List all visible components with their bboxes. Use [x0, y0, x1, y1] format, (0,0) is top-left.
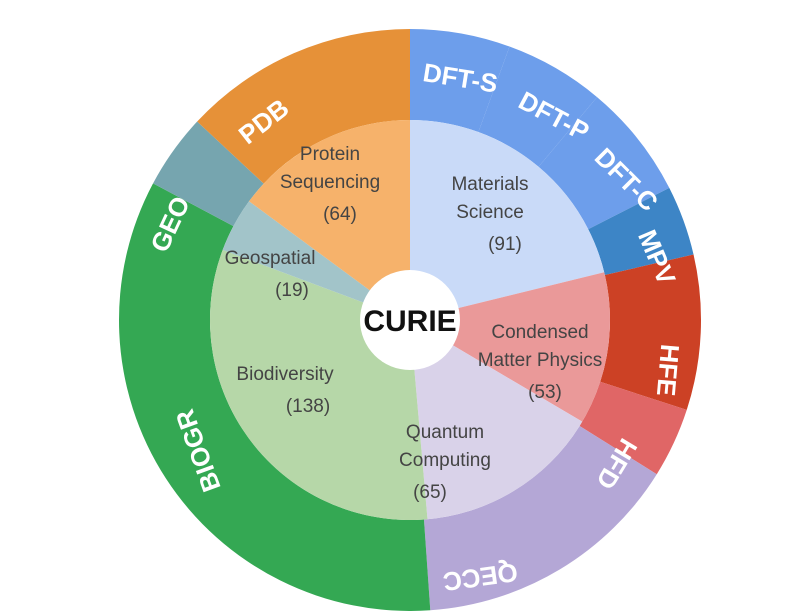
domain-label-quantum-computing-line-1: Quantum	[406, 422, 484, 443]
task-segment-geo	[153, 121, 264, 227]
domain-label-biodiversity-line-1: Biodiversity	[236, 364, 334, 385]
domain-segment-biodiversity	[209, 249, 428, 520]
task-segment-pdb	[197, 28, 410, 184]
task-label-hfe: HFE	[651, 343, 685, 397]
task-ring	[119, 28, 701, 611]
task-segment-dft-s	[410, 29, 510, 133]
domain-segment-protein-sequencing	[249, 120, 410, 292]
task-segment-biogr	[119, 183, 431, 611]
domain-count-protein-sequencing: (64)	[323, 204, 357, 225]
domain-count-condensed-matter-physics: (53)	[528, 382, 562, 403]
task-segment-hfe	[600, 254, 701, 410]
task-segment-dft-c	[538, 97, 670, 230]
domain-count-materials-science: (91)	[488, 234, 522, 255]
domain-segment-geospatial	[222, 201, 372, 304]
domain-segment-quantum-computing	[414, 344, 583, 520]
task-segment-qecc	[423, 425, 657, 611]
domain-count-geospatial: (19)	[275, 280, 309, 301]
domain-segment-condensed-matter-physics	[451, 272, 610, 422]
domain-label-condensed-matter-physics-line-2: Matter Physics	[478, 350, 603, 371]
task-segment-mpv	[588, 187, 694, 276]
task-segment-hfd	[579, 381, 687, 475]
domain-label-geospatial-line-1: Geospatial	[225, 248, 316, 269]
domain-ring	[209, 120, 610, 520]
task-segment-dft-p	[478, 46, 598, 167]
domain-count-quantum-computing: (65)	[413, 482, 447, 503]
domain-label-protein-sequencing-line-1: Protein	[300, 144, 360, 165]
domain-label-materials-science-line-2: Science	[456, 202, 524, 223]
center-circle	[360, 270, 460, 370]
domain-segment-materials-science	[410, 120, 605, 309]
domain-label-materials-science-line-1: Materials	[451, 174, 528, 195]
center-label: CURIE	[363, 305, 456, 338]
domain-count-biodiversity: (138)	[286, 396, 330, 417]
domain-label-condensed-matter-physics-line-1: Condensed	[491, 322, 588, 343]
domain-label-protein-sequencing-line-2: Sequencing	[280, 172, 380, 193]
domain-label-quantum-computing-line-2: Computing	[399, 450, 491, 471]
